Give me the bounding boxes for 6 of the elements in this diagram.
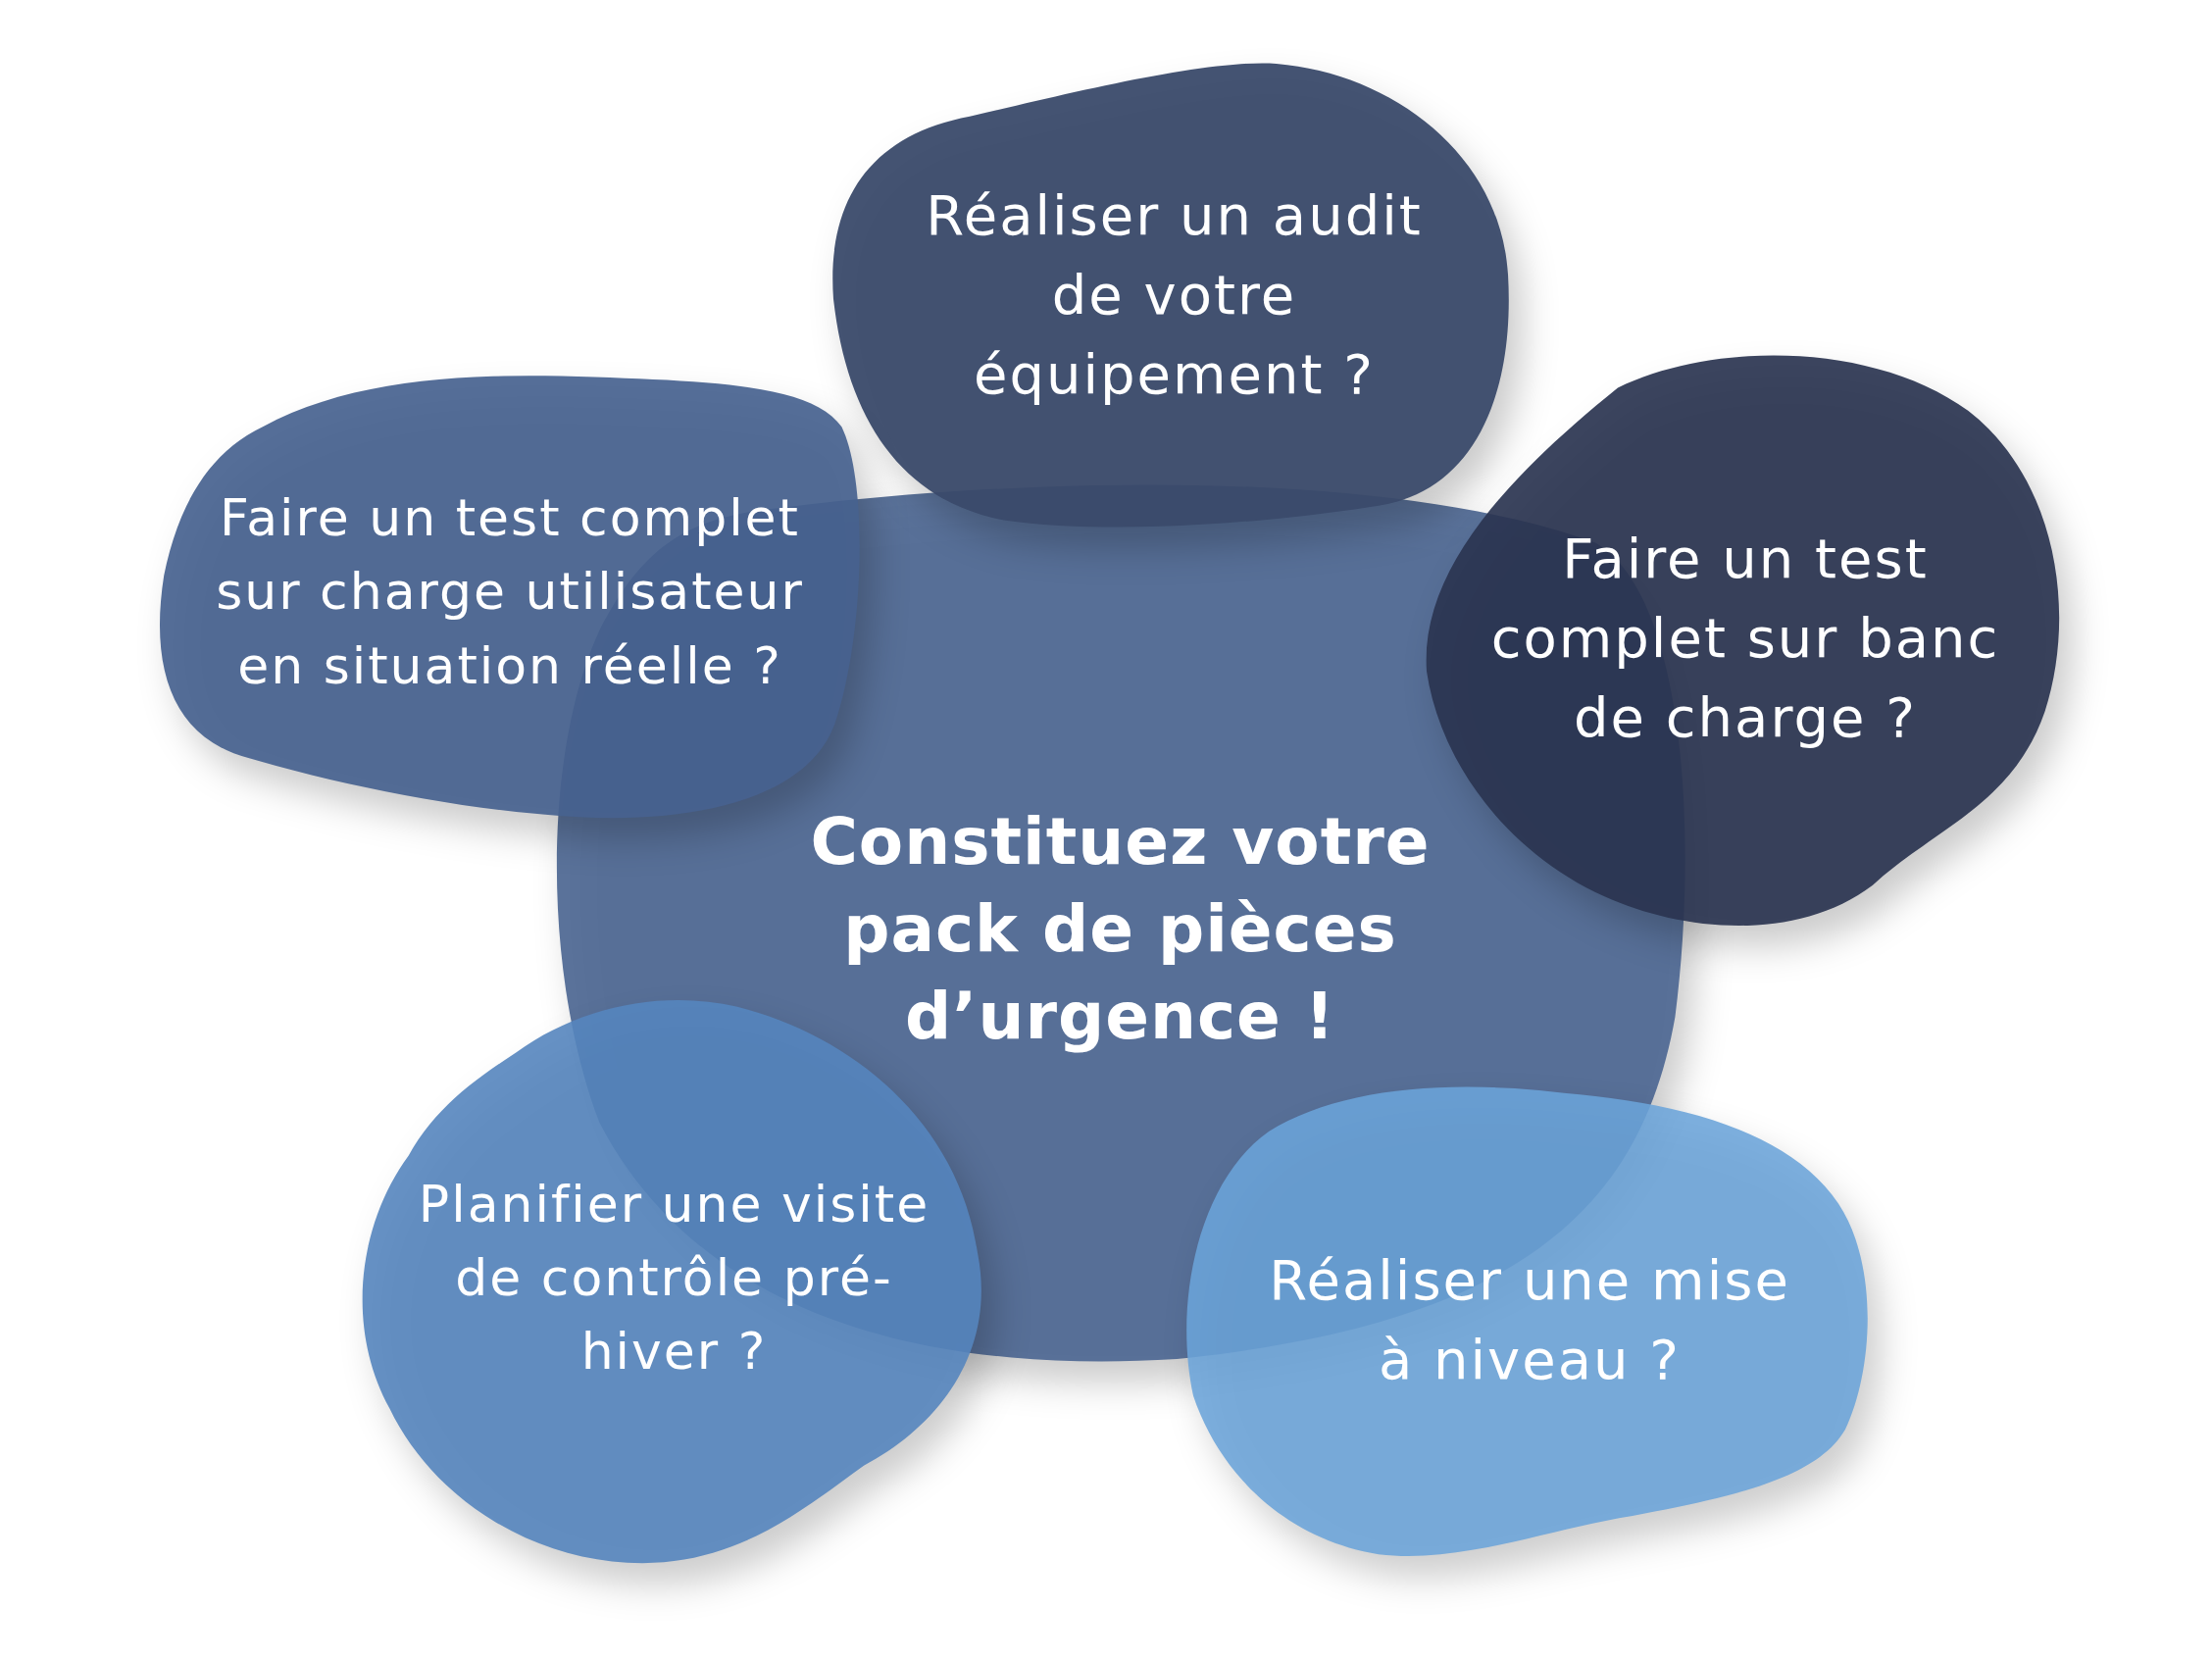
central-heading: Constituez votre pack de pièces d’urgence !	[809, 802, 1432, 1057]
blob-text: Planifier une visite de contrôle pré-hiver ?	[417, 1173, 931, 1384]
blob-text: Réaliser un audit de votre équipement ?	[925, 182, 1424, 409]
blob-text: Faire un test complet sur charge utilisateur en situation réelle ?	[215, 486, 805, 697]
blob-text: Faire un test complet sur banc de charge ?	[1489, 526, 2001, 752]
blob-text: Réaliser une mise à niveau ?	[1268, 1246, 1791, 1393]
